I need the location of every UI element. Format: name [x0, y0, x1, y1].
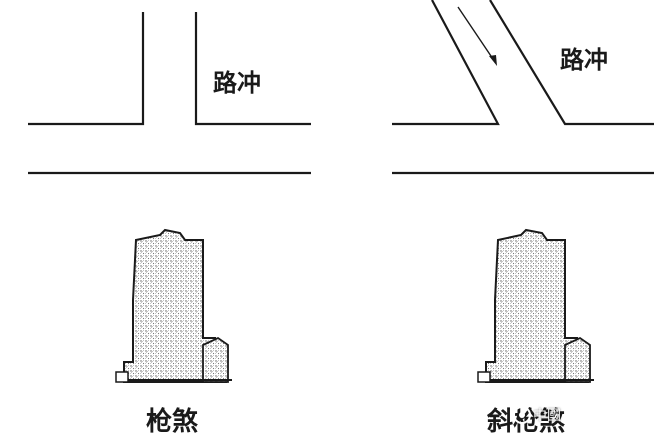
watermark-text: 中國	[533, 408, 561, 424]
right-road-right-edge	[489, 0, 654, 126]
left-road-right-edge	[194, 12, 311, 126]
right-road-left-edge	[392, 0, 500, 126]
right-road-label: 路冲	[560, 46, 608, 74]
left-building-wing	[202, 336, 229, 383]
left-caption: 枪煞	[146, 407, 199, 437]
right-direction-arrowhead	[489, 55, 497, 66]
right-direction-arrow-shaft	[457, 6, 496, 63]
right-building-step	[477, 371, 491, 383]
left-building	[115, 228, 232, 383]
right-building-wing	[564, 336, 591, 383]
left-road-label: 路冲	[213, 69, 261, 97]
left-t-junction	[28, 12, 311, 175]
left-building-step	[115, 371, 129, 383]
right-diagonal-junction	[392, 0, 654, 175]
watermark: 中國	[512, 401, 667, 429]
right-building	[477, 228, 594, 383]
watermark-logo-icon	[513, 406, 531, 424]
left-road-left-edge	[28, 12, 145, 126]
